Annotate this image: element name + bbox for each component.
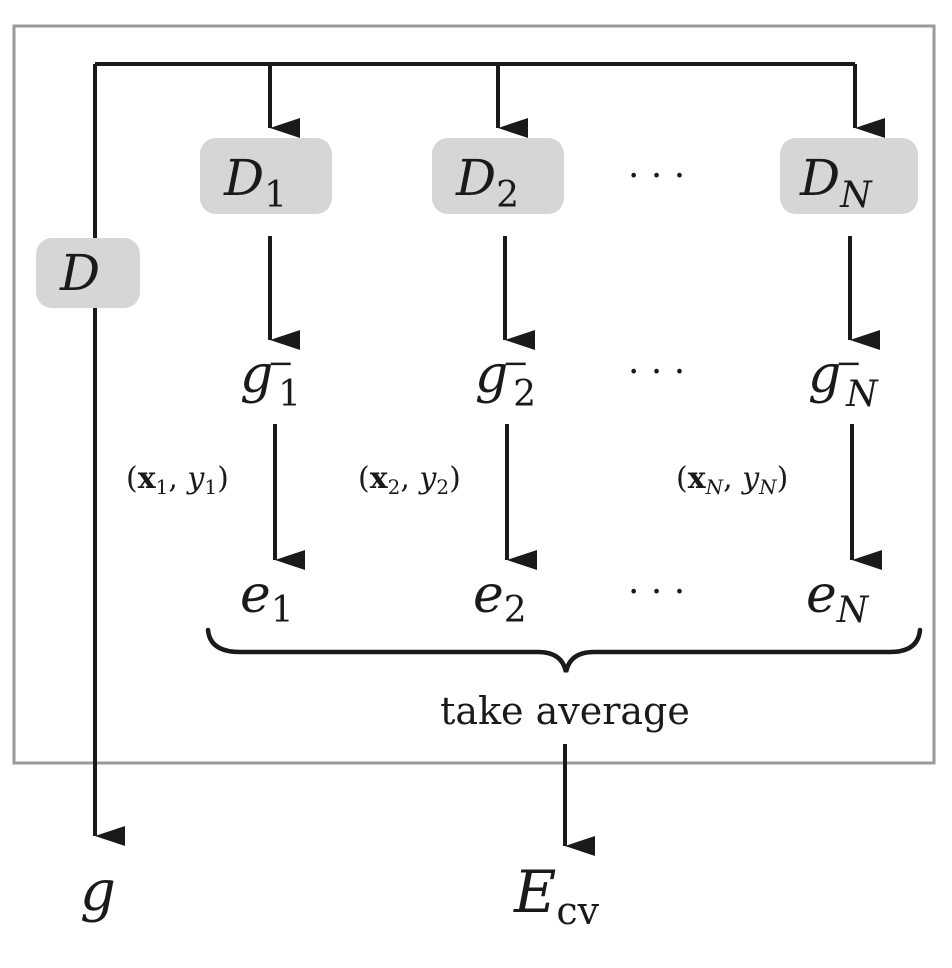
error-1-label: e1 — [240, 565, 294, 631]
hypothesis-1-label: g−1 — [240, 344, 301, 415]
final-hypothesis-label: g — [80, 859, 116, 924]
cv-error-label: Ecv — [513, 858, 600, 933]
hypothesis-n-label: g−N — [808, 344, 879, 415]
validation-point-1: (x1, y1) — [126, 461, 229, 499]
dataset-2-label: D2 — [455, 149, 519, 216]
ellipsis-hypotheses: · · · — [628, 352, 685, 393]
dataset-n-label: DN — [799, 149, 873, 216]
take-average-label: take average — [440, 689, 690, 733]
dataset-chip — [36, 238, 140, 308]
dataset-n-chip — [780, 138, 918, 214]
error-n-label: eN — [806, 565, 870, 631]
error-2-label: e2 — [473, 565, 527, 631]
dataset-1-label: D1 — [223, 149, 287, 216]
ellipsis-errors: · · · — [628, 572, 685, 613]
validation-point-n: (xN, yN) — [676, 461, 788, 499]
ellipsis-datasets: · · · — [628, 156, 685, 197]
dataset-1-chip — [200, 138, 332, 214]
hypothesis-2-label: g−2 — [475, 344, 536, 415]
average-brace — [205, 627, 923, 673]
dataset-symbol: D — [59, 244, 100, 302]
validation-point-2: (x2, y2) — [358, 461, 461, 499]
outer-frame — [12, 24, 936, 765]
dataset-2-chip — [432, 138, 564, 214]
